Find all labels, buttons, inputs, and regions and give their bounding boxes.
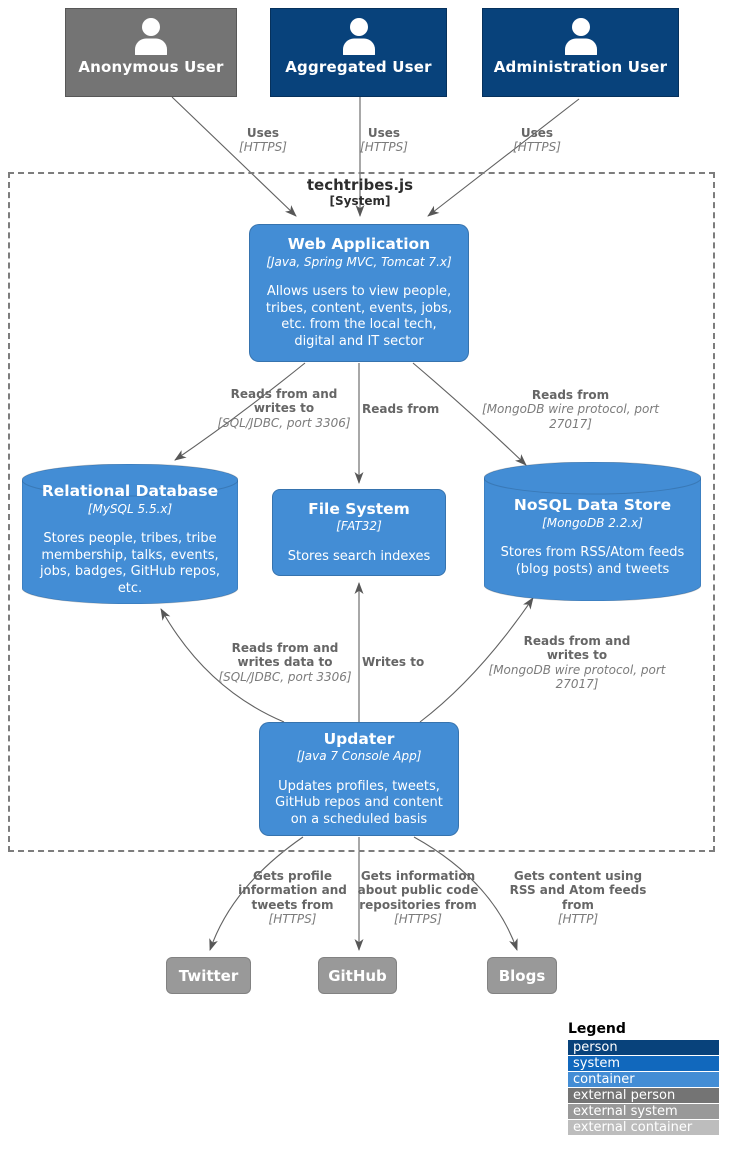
rel-technology: [SQL/JDBC, port 3306]	[217, 415, 351, 430]
rel-label-anon-webapp: Uses [HTTPS]	[233, 126, 293, 155]
person-icon	[342, 18, 375, 55]
actor-aggregated-user: Aggregated User	[270, 8, 447, 97]
rel-technology: [HTTPS]	[513, 140, 561, 155]
rel-technology: [MongoDB wire protocol, port 27017]	[488, 662, 666, 692]
container-relational-database: Relational Database [MySQL 5.5.x] Stores…	[22, 464, 238, 604]
legend-row-person: person	[568, 1040, 719, 1055]
actor-anonymous-user: Anonymous User	[65, 8, 237, 97]
node-subtitle: [MySQL 5.5.x]	[87, 501, 173, 516]
rel-verb: Reads from and writes to	[523, 634, 631, 663]
rel-verb: Uses	[520, 126, 554, 140]
rel-label-updater-reldb: Reads from and writes data to [SQL/JDBC,…	[205, 641, 365, 684]
rel-verb: Reads from and writes data to	[231, 641, 339, 670]
rel-technology: [SQL/JDBC, port 3306]	[218, 669, 352, 684]
boundary-title: techtribes.js	[306, 176, 414, 194]
legend-row-external-system: external system	[568, 1104, 719, 1119]
external-system-label: Blogs	[498, 966, 546, 985]
external-system-blogs: Blogs	[487, 957, 557, 994]
actor-label: Aggregated User	[285, 58, 432, 76]
rel-verb: Writes to	[362, 655, 425, 669]
external-system-label: Twitter	[178, 966, 239, 985]
external-system-label: GitHub	[328, 966, 387, 985]
cylinder-shape	[484, 462, 701, 601]
rel-label-agg-webapp: Uses [HTTPS]	[354, 126, 414, 155]
node-description: Stores from RSS/Atom feeds (blog posts) …	[500, 545, 685, 577]
node-subtitle: [Java, Spring MVC, Tomcat 7.x]	[266, 254, 452, 269]
rel-verb: Uses	[367, 126, 401, 140]
actor-administration-user: Administration User	[482, 8, 679, 97]
rel-verb: Uses	[246, 126, 280, 140]
container-nosql-data-store: NoSQL Data Store [MongoDB 2.2.x] Stores …	[484, 462, 701, 601]
node-description: Stores people, tribes, tribe membership,…	[40, 531, 220, 597]
rel-verb: Reads from	[531, 388, 610, 402]
rel-label-updater-nosql: Reads from and writes to [MongoDB wire p…	[487, 634, 667, 692]
container-updater: Updater [Java 7 Console App] Updates pro…	[259, 722, 459, 836]
rel-label-updater-blogs: Gets content using RSS and Atom feeds fr…	[503, 869, 653, 927]
rel-technology: [HTTPS]	[360, 140, 408, 155]
cylinder-shape	[22, 464, 238, 604]
node-subtitle: [MongoDB 2.2.x]	[542, 515, 643, 530]
system-boundary-label: techtribes.js [System]	[260, 176, 460, 208]
legend-row-external-container: external container	[568, 1120, 719, 1135]
node-title: Updater	[323, 729, 395, 748]
actor-label: Anonymous User	[78, 58, 224, 76]
node-description: Stores search indexes	[287, 548, 431, 564]
rel-technology: [HTTPS]	[239, 140, 287, 155]
legend: Legend person system container external …	[568, 1021, 719, 1136]
external-system-github: GitHub	[318, 957, 397, 994]
rel-label-updater-github: Gets information about public code repos…	[348, 869, 488, 927]
container-file-system: File System [FAT32] Stores search indexe…	[272, 489, 446, 576]
rel-verb: Gets content using RSS and Atom feeds fr…	[509, 869, 647, 912]
rel-label-webapp-filesystem: Reads from	[362, 402, 452, 416]
rel-label-webapp-nosql: Reads from [MongoDB wire protocol, port …	[478, 388, 663, 431]
person-icon	[135, 18, 167, 55]
system-boundary	[8, 172, 715, 852]
node-title: NoSQL Data Store	[513, 496, 672, 515]
rel-verb: Gets information about public code repos…	[357, 869, 479, 912]
rel-technology: [MongoDB wire protocol, port 27017]	[482, 402, 659, 431]
node-subtitle: [FAT32]	[336, 519, 382, 534]
container-web-application: Web Application [Java, Spring MVC, Tomca…	[249, 224, 469, 362]
rel-technology: [HTTPS]	[394, 912, 442, 927]
node-description: Allows users to view people, tribes, con…	[265, 284, 453, 350]
node-title: File System	[308, 499, 410, 518]
rel-verb: Reads from	[362, 402, 440, 416]
rel-label-webapp-reldb: Reads from and writes to [SQL/JDBC, port…	[204, 387, 364, 430]
node-subtitle: [Java 7 Console App]	[296, 748, 422, 763]
rel-technology: [HTTP]	[557, 912, 599, 927]
actor-label: Administration User	[493, 58, 668, 76]
rel-label-admin-webapp: Uses [HTTPS]	[507, 126, 567, 155]
rel-verb: Gets profile information and tweets from	[238, 869, 347, 912]
external-system-twitter: Twitter	[166, 957, 251, 994]
node-description: Updates profiles, tweets, GitHub repos a…	[275, 778, 443, 827]
legend-row-external-person: external person	[568, 1088, 719, 1103]
legend-row-system: system	[568, 1056, 719, 1071]
person-icon	[564, 18, 597, 55]
rel-label-updater-twitter: Gets profile information and tweets from…	[225, 869, 360, 927]
legend-title: Legend	[568, 1021, 626, 1037]
rel-verb: Reads from and writes to	[230, 387, 338, 416]
node-title: Relational Database	[41, 482, 219, 501]
rel-technology: [HTTPS]	[268, 912, 317, 927]
legend-row-container: container	[568, 1072, 719, 1087]
boundary-subtitle: [System]	[329, 194, 391, 208]
rel-label-updater-filesystem: Writes to	[362, 655, 452, 669]
node-title: Web Application	[287, 235, 431, 254]
